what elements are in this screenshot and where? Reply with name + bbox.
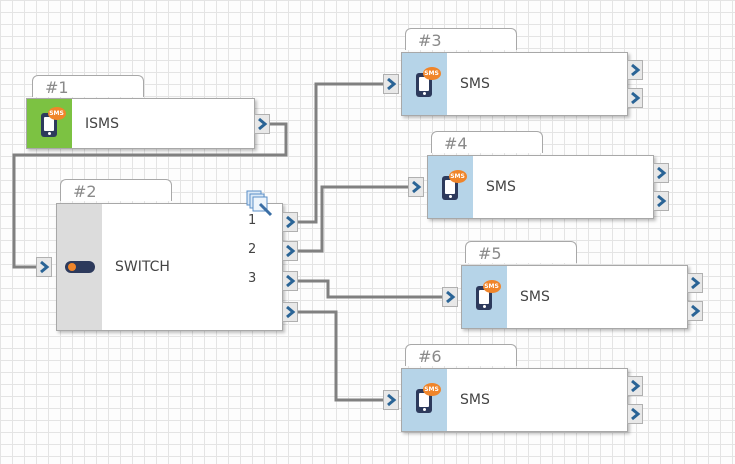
node-sms-5[interactable]: SMS SMS [461,265,688,329]
node-icon-bg [57,204,102,330]
output-port[interactable] [254,114,270,134]
input-port[interactable] [442,287,458,307]
node-icon-bg: SMS [462,266,507,328]
node-id-label: #1 [45,78,69,97]
node-tab-1: #1 [32,75,144,97]
node-sms-3[interactable]: SMS SMS [401,52,628,116]
node-isms[interactable]: SMS ISMS [26,98,255,149]
output-port[interactable] [627,60,643,80]
output-port-number: 3 [248,271,257,286]
output-port[interactable] [627,376,643,396]
toggle-switch-icon [64,261,95,273]
node-label: SWITCH [115,259,170,275]
node-id-label: #2 [73,182,97,201]
node-sms-4[interactable]: SMS SMS [427,155,654,219]
output-port[interactable] [282,212,298,232]
sms-phone-icon: SMS [39,106,66,139]
wire-2-2-to-4 [298,185,408,253]
output-port[interactable] [627,404,643,424]
node-id-label: #3 [418,31,442,50]
output-port[interactable] [687,273,703,293]
wire-2-3-to-5 [298,279,442,299]
node-tab-5: #5 [465,241,577,263]
wire-2-4-to-6 [298,310,384,402]
sms-phone-icon: SMS [414,67,441,99]
output-port-number: 2 [248,242,257,257]
output-port[interactable] [687,301,703,321]
output-port[interactable] [627,88,643,108]
sms-phone-icon: SMS [414,383,441,415]
node-sms-6[interactable]: SMS SMS [401,368,628,432]
node-tab-6: #6 [405,344,517,366]
edit-pencil-icon[interactable] [246,190,274,218]
wire-2-1-to-3 [298,82,384,224]
output-port[interactable] [282,302,298,322]
node-tab-4: #4 [431,131,543,153]
node-id-label: #6 [418,347,442,366]
input-port[interactable] [408,177,424,197]
node-label: ISMS [85,115,119,132]
input-port[interactable] [383,390,399,410]
input-port[interactable] [383,74,399,94]
input-port[interactable] [36,257,52,277]
output-port[interactable] [653,163,669,183]
sms-phone-icon: SMS [440,170,467,202]
node-tab-3: #3 [405,28,517,50]
node-tab-2: #2 [60,179,172,201]
node-icon-bg: SMS [428,156,473,218]
node-label: SMS [460,76,490,92]
node-label: SMS [520,289,550,305]
output-port[interactable] [653,191,669,211]
node-icon-bg: SMS [402,369,447,431]
sms-phone-icon: SMS [474,280,501,312]
node-id-label: #5 [478,244,502,263]
node-icon-bg: SMS [402,53,447,115]
node-label: SMS [460,392,490,408]
output-port[interactable] [282,271,298,291]
node-id-label: #4 [444,134,468,153]
node-label: SMS [486,179,516,195]
node-icon-bg: SMS [27,99,72,148]
output-port[interactable] [282,241,298,261]
